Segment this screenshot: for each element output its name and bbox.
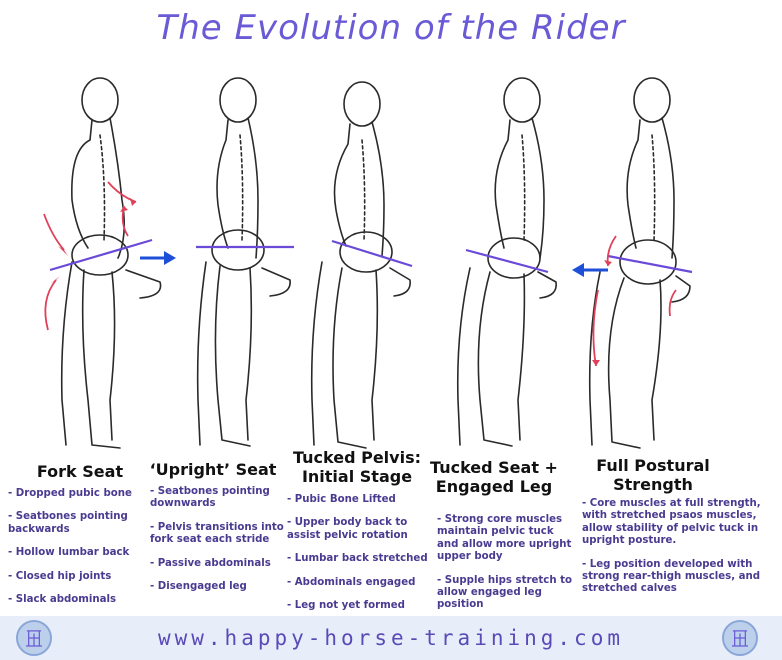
footer: www.happy-horse-training.com bbox=[0, 616, 782, 660]
notes-full-postural: - Core muscles at full strength, with st… bbox=[582, 498, 772, 607]
note: - Passive abdominals bbox=[150, 558, 285, 570]
stage-title-tucked-seat: Tucked Seat + Engaged Leg bbox=[428, 458, 560, 496]
pelvis-line-1 bbox=[50, 240, 152, 270]
logo-icon bbox=[722, 620, 758, 656]
figure-tucked-pelvis bbox=[312, 82, 410, 448]
note: - Lumbar back stretched bbox=[287, 553, 437, 565]
stage-title-fork-seat: Fork Seat bbox=[20, 462, 140, 481]
note: - Dropped pubic bone bbox=[8, 488, 148, 500]
figure-upright-seat bbox=[198, 78, 290, 446]
note: - Seatbones pointing backwards bbox=[8, 511, 148, 536]
footer-url[interactable]: www.happy-horse-training.com bbox=[0, 626, 782, 650]
note: - Abdominals engaged bbox=[287, 577, 437, 589]
notes-upright-seat: - Seatbones pointing downwards - Pelvis … bbox=[150, 486, 285, 604]
note: - Supple hips stretch to allow engaged l… bbox=[437, 575, 577, 612]
note: - Leg not yet formed bbox=[287, 600, 437, 612]
note: - Pubic Bone Lifted bbox=[287, 494, 437, 506]
pelvis-line-4 bbox=[466, 250, 548, 272]
note: - Core muscles at full strength, with st… bbox=[582, 498, 772, 548]
notes-fork-seat: - Dropped pubic bone - Seatbones pointin… bbox=[8, 488, 148, 617]
red-arrow-2 bbox=[45, 280, 56, 330]
note: - Slack abdominals bbox=[8, 594, 148, 606]
stage-title-upright-seat: ‘Upright’ Seat bbox=[148, 460, 278, 479]
note: - Seatbones pointing downwards bbox=[150, 486, 285, 511]
notes-tucked-pelvis: - Pubic Bone Lifted - Upper body back to… bbox=[287, 494, 437, 623]
note: - Upper body back to assist pelvic rotat… bbox=[287, 517, 437, 542]
red-arrow-1 bbox=[44, 214, 64, 250]
stage-title-full-postural: Full Postural Strength bbox=[588, 456, 718, 494]
note: - Closed hip joints bbox=[8, 571, 148, 583]
red-arrow-6 bbox=[593, 290, 598, 366]
note: - Hollow lumbar back bbox=[8, 547, 148, 559]
note: - Pelvis transitions into fork seat each… bbox=[150, 522, 285, 547]
stage-title-tucked-pelvis: Tucked Pelvis: Initial Stage bbox=[282, 448, 432, 486]
figures-illustration bbox=[0, 0, 782, 470]
notes-tucked-seat: - Strong core muscles maintain pelvic tu… bbox=[437, 514, 577, 623]
red-arrow-7 bbox=[670, 290, 676, 316]
note: - Strong core muscles maintain pelvic tu… bbox=[437, 514, 577, 564]
note: - Leg position developed with strong rea… bbox=[582, 559, 772, 596]
note: - Disengaged leg bbox=[150, 581, 285, 593]
